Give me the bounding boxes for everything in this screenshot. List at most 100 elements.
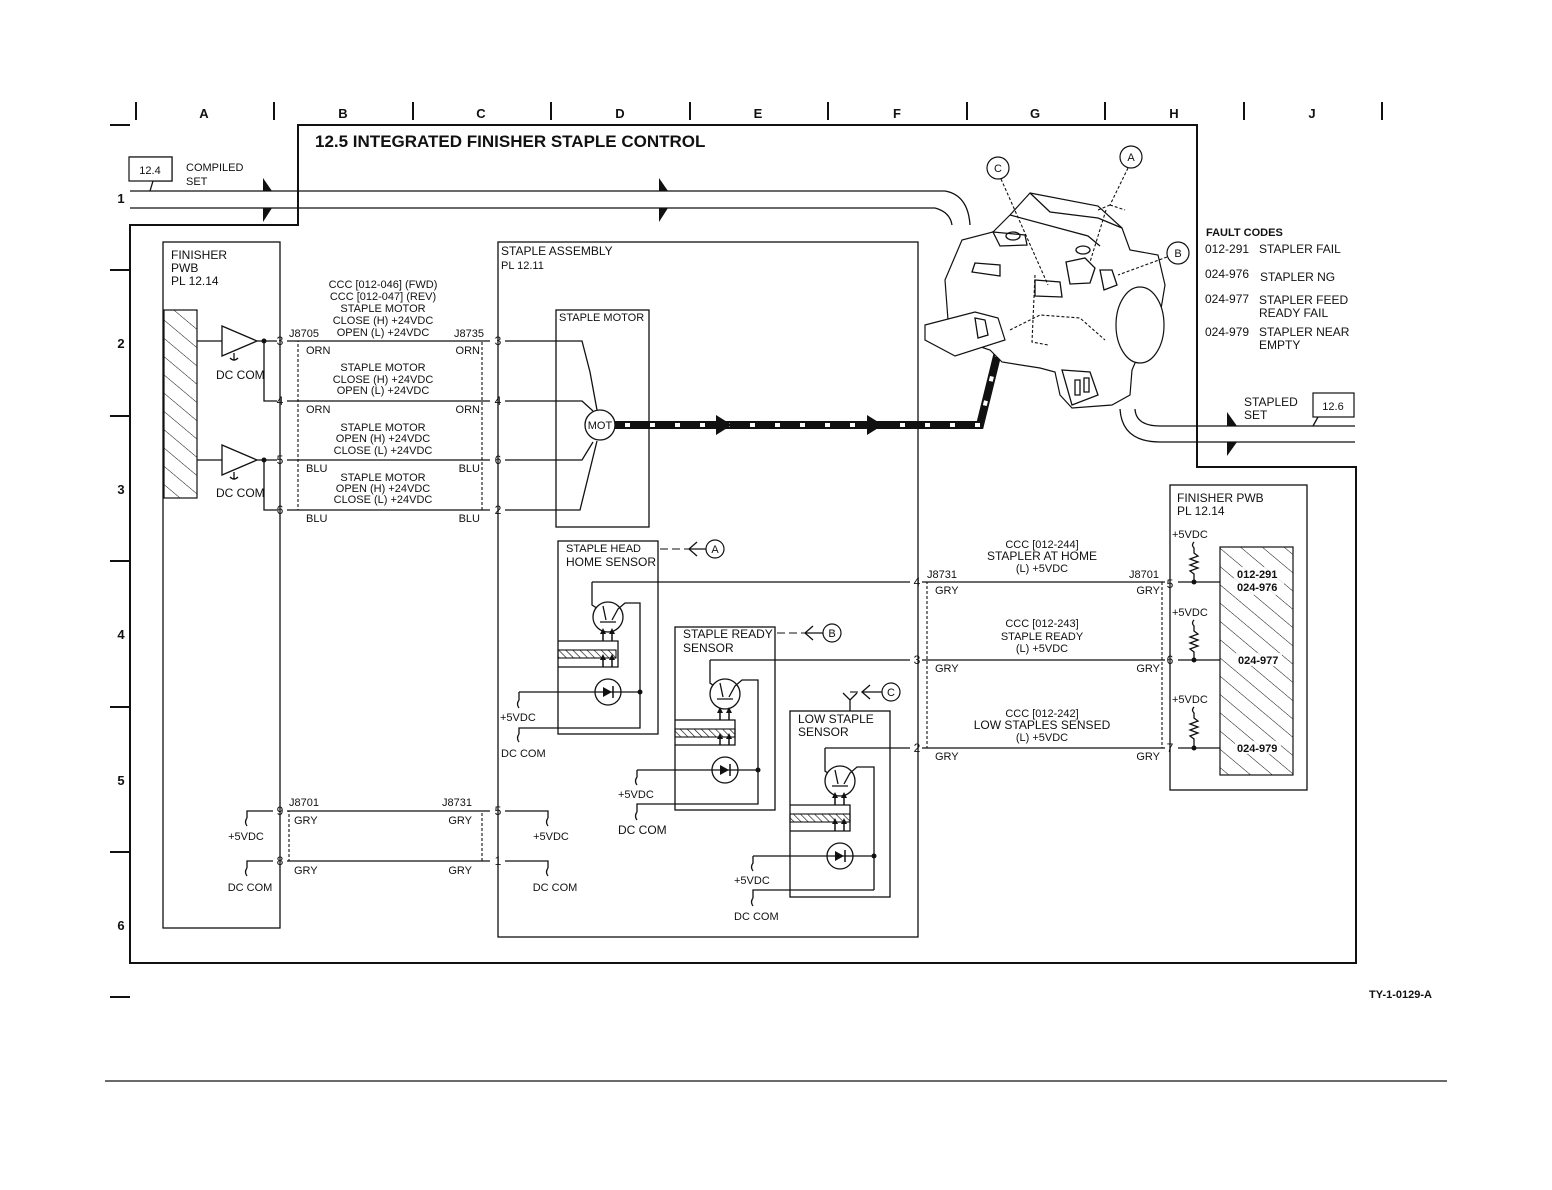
harness-label: STAPLE MOTOR — [340, 422, 425, 434]
com-label: DC COM — [618, 823, 667, 837]
fault-description: READY FAIL — [1259, 306, 1328, 320]
pullup-label: +5VDC — [1172, 607, 1208, 619]
paper-path-in: 12.4 COMPILED SET — [128, 156, 971, 226]
terminal-icon — [244, 817, 248, 827]
column-label: C — [476, 106, 486, 121]
terminal-icon — [545, 817, 549, 827]
sensor-harness: J8731 J8701 CCC [012-244] STAPLER AT HOM… — [914, 539, 1174, 763]
stapler-detail — [1075, 245, 1091, 255]
row-label: 5 — [117, 773, 124, 788]
callout-label: C — [887, 687, 895, 699]
drive-shaft — [615, 351, 1002, 429]
wire-color: BLU — [459, 513, 480, 525]
resistor-icon — [1188, 706, 1200, 748]
staple-assembly-box — [497, 241, 919, 938]
terminal-icon — [516, 692, 520, 709]
page-title: 12.5 INTEGRATED FINISHER STAPLE CONTROL — [315, 132, 705, 151]
finisher-pwb-pl: PL 12.14 — [171, 274, 219, 288]
wire — [246, 810, 273, 818]
callout-fork-icon — [842, 692, 858, 711]
pwb-ic-block — [163, 309, 198, 499]
sensor-actuator — [789, 813, 851, 823]
stapler-detail — [1029, 192, 1123, 229]
hidden-line — [1009, 314, 1106, 341]
wire-color: GRY — [935, 585, 959, 597]
callout-label: B — [828, 628, 835, 640]
harness-label: CLOSE (H) +24VDC — [333, 315, 434, 327]
ref-tag-out-pointer — [1312, 416, 1319, 427]
code-bg — [1235, 741, 1281, 754]
wire-color: ORN — [456, 404, 481, 416]
fault-code: 012-291 — [1205, 242, 1249, 256]
wire-color: GRY — [935, 751, 959, 763]
callout-circle — [881, 682, 901, 702]
fault-codes-list: FAULT CODES 012-291 STAPLER FAIL 024-976… — [1205, 227, 1350, 352]
transistor-lead — [832, 766, 875, 890]
wire-color: GRY — [294, 815, 318, 827]
paper-path-out: 12.6 STAPLED SET — [1119, 392, 1355, 456]
stapler-detail — [1009, 214, 1101, 247]
callout-circle — [986, 156, 1010, 180]
paper-path-curve — [934, 207, 953, 226]
sensor-actuator — [674, 728, 736, 738]
ref-tag-out-box — [1312, 392, 1355, 418]
code-bg — [1234, 567, 1284, 595]
motor-lead — [505, 440, 598, 511]
supply-label: +5VDC — [533, 831, 569, 843]
harness-label: OPEN (H) +24VDC — [336, 433, 430, 445]
wire — [505, 810, 549, 818]
com-wire — [752, 889, 874, 898]
callout-label: B — [1174, 248, 1181, 260]
column-grid: A B C D E F G H J — [110, 102, 1383, 126]
supply-label: DC COM — [533, 882, 578, 894]
pin-number: 6 — [277, 503, 284, 517]
flow-arrow-icon — [659, 178, 668, 191]
column-label: A — [199, 106, 209, 121]
motor-harness: CCC [012-046] (FWD) CCC [012-047] (REV) … — [277, 279, 502, 525]
transistor-lead — [717, 679, 759, 770]
flow-arrow-icon — [263, 178, 272, 191]
harness-label: CCC [012-046] (FWD) — [329, 279, 438, 291]
fault-description: STAPLER FEED — [1259, 293, 1348, 307]
finisher-pwb-left: FINISHER PWB PL 12.14 DC COM DC COM — [162, 241, 281, 929]
staple-motor-box — [555, 309, 650, 528]
ref-tag-in-box — [128, 156, 173, 182]
harness-label: STAPLE READY — [1001, 631, 1084, 643]
terminal-icon — [750, 856, 754, 872]
column-label: B — [338, 106, 347, 121]
paper-path-line — [1134, 408, 1355, 427]
com-label: DC COM — [734, 911, 779, 923]
callout-label: A — [711, 544, 719, 556]
light-path — [834, 797, 845, 831]
finisher-pwb-box — [1169, 484, 1308, 791]
wire-color: GRY — [935, 663, 959, 675]
wire — [246, 860, 273, 868]
code-bg — [1236, 653, 1282, 666]
row-grid: 1 2 3 4 5 6 — [110, 191, 130, 998]
sensor-name: STAPLE READY — [683, 627, 773, 641]
compiled-set-label: COMPILED — [186, 162, 244, 174]
harness-label: (L) +5VDC — [1016, 732, 1068, 744]
phototransistor-icon — [592, 601, 624, 633]
power-harness: J8701 J8731 9 5 GRY GRY +5VDC +5VDC 8 1 … — [228, 797, 578, 894]
staple-assembly-pl: PL 12.11 — [501, 260, 544, 272]
motor-lead — [505, 400, 594, 412]
supply-label: +5VDC — [734, 875, 770, 887]
harness-label: (L) +5VDC — [1016, 643, 1068, 655]
ground-icon — [229, 472, 239, 480]
wire-color: GRY — [1136, 751, 1160, 763]
sensor-name: HOME SENSOR — [566, 555, 656, 569]
harness-label: STAPLE MOTOR — [340, 362, 425, 374]
staple-assembly: STAPLE ASSEMBLY PL 12.11 STAPLE MOTOR MO… — [497, 241, 1002, 938]
callout-leader — [1109, 167, 1129, 206]
com-label: DC COM — [501, 748, 546, 760]
row-label: 3 — [117, 482, 124, 497]
callout-circle — [1166, 241, 1190, 265]
callout-leader — [1000, 178, 1049, 286]
finisher-pwb-box — [162, 241, 281, 929]
wire-color: ORN — [306, 404, 331, 416]
wire-color: GRY — [1136, 585, 1160, 597]
driver-amplifier-icon — [221, 325, 259, 357]
wire-color: BLU — [306, 513, 327, 525]
gear-icon — [974, 317, 989, 339]
